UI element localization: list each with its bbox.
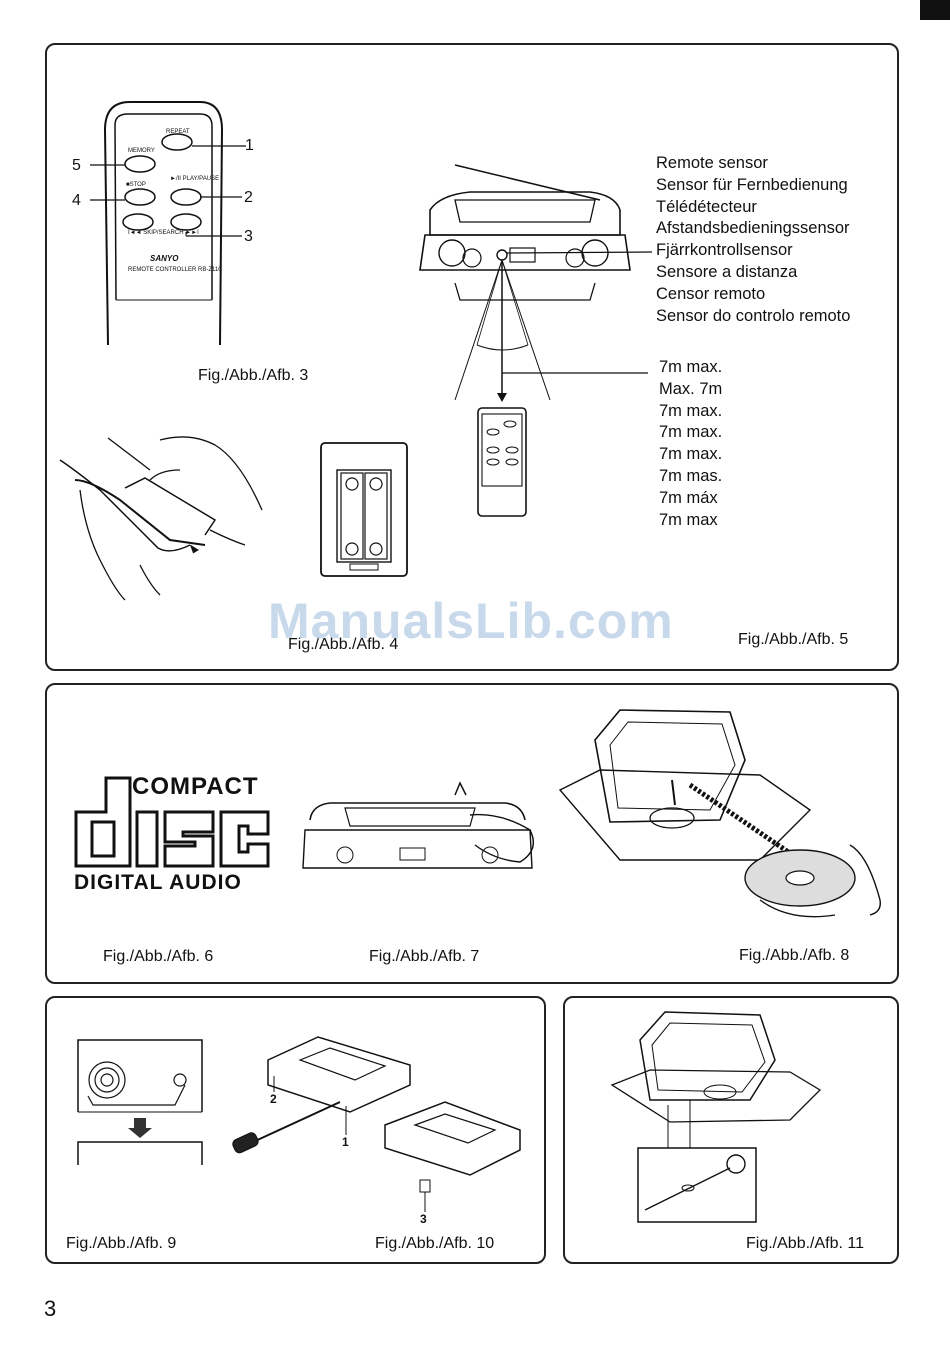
fig8-caption: Fig./Abb./Afb. 8 — [739, 947, 850, 964]
open-lid-illustration — [302, 781, 534, 869]
distance-label: 7m mas. — [659, 466, 723, 485]
cassette-callout-1: 1 — [342, 1135, 349, 1149]
lens-cleaning-illustration — [610, 1011, 822, 1223]
panel-cassette — [45, 996, 546, 1264]
fig11-caption: Fig./Abb./Afb. 11 — [746, 1235, 864, 1252]
panel-lens-cleaning — [563, 996, 899, 1264]
page-corner-tab — [920, 0, 950, 20]
callout-1: 1 — [245, 137, 254, 154]
distance-label: 7m máx — [659, 488, 718, 507]
cd-logo-disc — [74, 776, 270, 868]
remote-memory-label: MEMORY — [128, 148, 155, 154]
distance-label: 7m max. — [659, 401, 723, 420]
page-number: 3 — [44, 1296, 57, 1321]
fig9-caption: Fig./Abb./Afb. 9 — [66, 1235, 177, 1252]
sensor-label: Remote sensor — [656, 154, 768, 172]
sensor-label: Censor remoto — [656, 284, 766, 303]
fig5-caption: Fig./Abb./Afb. 5 — [738, 631, 849, 648]
fig7-caption: Fig./Abb./Afb. 7 — [369, 948, 480, 965]
fig4-caption: Fig./Abb./Afb. 4 — [288, 636, 399, 653]
sensor-label: Sensore a distanza — [656, 262, 798, 281]
watermark: ManualsLib.com — [268, 593, 674, 649]
distance-label: 7m max. — [659, 423, 723, 442]
insert-disc-illustration — [558, 709, 881, 918]
callout-2: 2 — [244, 189, 253, 206]
callout-3: 3 — [244, 228, 253, 245]
callout-5: 5 — [72, 157, 81, 174]
sensor-label: Télédétecteur — [656, 197, 757, 216]
remote-brand: SANYO — [150, 254, 179, 263]
distance-label-list: 7m max. Max. 7m 7m max. 7m max. 7m max. … — [659, 357, 722, 531]
panel-remote-control — [45, 43, 899, 671]
distance-label: 7m max — [659, 510, 718, 529]
remote-play-pause-label: ►/II PLAY/PAUSE — [170, 176, 220, 182]
fig10-caption: Fig./Abb./Afb. 10 — [375, 1235, 495, 1252]
fig6-caption: Fig./Abb./Afb. 6 — [103, 948, 214, 965]
remote-range-illustration — [419, 164, 653, 517]
sensor-label: Sensor do controlo remoto — [656, 306, 851, 325]
remote-repeat-label: REPEAT — [166, 129, 190, 135]
remote-skip-search-label: I◄◄ SKIP/SEARCH ►►I — [128, 230, 199, 236]
sensor-label: Sensor für Fernbedienung — [656, 175, 848, 194]
distance-label: Max. 7m — [659, 379, 723, 398]
tape-slack-illustration — [77, 1039, 203, 1165]
fig3-caption: Fig./Abb./Afb. 3 — [198, 367, 309, 384]
cassette-tab-illustration — [232, 1036, 521, 1212]
sensor-label: Afstandsbedieningssensor — [656, 219, 850, 238]
callout-4: 4 — [72, 192, 81, 209]
battery-insert-illustration — [59, 436, 408, 601]
cd-logo-compact: COMPACT — [132, 773, 259, 800]
cassette-callout-2: 2 — [270, 1092, 277, 1106]
remote-model: REMOTE CONTROLLER RB-Z110 — [128, 267, 222, 273]
panel-compact-disc — [45, 683, 899, 984]
cassette-callout-3: 3 — [420, 1212, 427, 1226]
distance-label: 7m max. — [659, 358, 723, 376]
distance-label: 7m max. — [659, 445, 723, 464]
sensor-label: Fjärrkontrollsensor — [656, 241, 793, 260]
remote-control-illustration — [90, 101, 246, 346]
sensor-label-list: Remote sensor Sensor für Fernbedienung T… — [656, 153, 850, 327]
cd-logo-digital-audio: DIGITAL AUDIO — [74, 871, 242, 894]
remote-stop-label: ■STOP — [126, 182, 146, 188]
